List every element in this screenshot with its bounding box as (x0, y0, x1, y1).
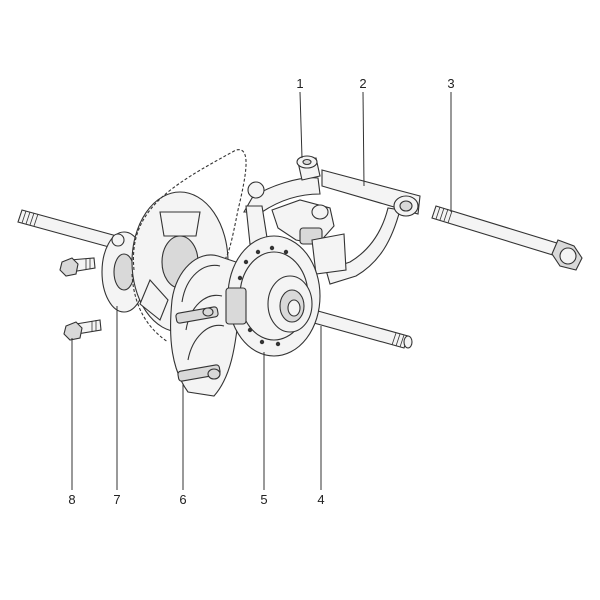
drive-chain (131, 149, 247, 343)
leader-lines (71, 91, 452, 490)
bolt-upper (59, 257, 96, 277)
bolt-lower (63, 319, 102, 341)
part-8-bolts (59, 257, 102, 341)
part-1-spacer (296, 155, 321, 181)
callout-8: 8 (68, 492, 75, 507)
callout-labels: 1 2 3 4 5 6 7 8 (68, 76, 454, 507)
part-4-rear-axle (17, 209, 413, 349)
part-7-sprocket-hub (101, 231, 147, 313)
sprocket-cutout-top (159, 211, 201, 237)
callout-2: 2 (359, 76, 366, 91)
sprocket-cutout-bottom (139, 278, 169, 321)
callout-7: 7 (113, 492, 120, 507)
leader-2 (362, 91, 365, 187)
part-2-swing-arm (243, 169, 421, 285)
leader-1 (299, 91, 303, 159)
axle-right-threads (391, 332, 405, 348)
part-3-long-bolt (431, 205, 583, 271)
callout-4: 4 (317, 492, 324, 507)
swing-arm-front-mount (247, 181, 265, 199)
callout-5: 5 (260, 492, 267, 507)
disc-mount-block (225, 287, 247, 325)
bolt-3-threads (435, 206, 453, 224)
callout-6: 6 (179, 492, 186, 507)
callout-3: 3 (447, 76, 454, 91)
part-5-brake-disc (225, 235, 321, 357)
callout-1: 1 (296, 76, 303, 91)
axle-left-threads (21, 210, 39, 227)
part-6-chain-guard (170, 254, 241, 397)
